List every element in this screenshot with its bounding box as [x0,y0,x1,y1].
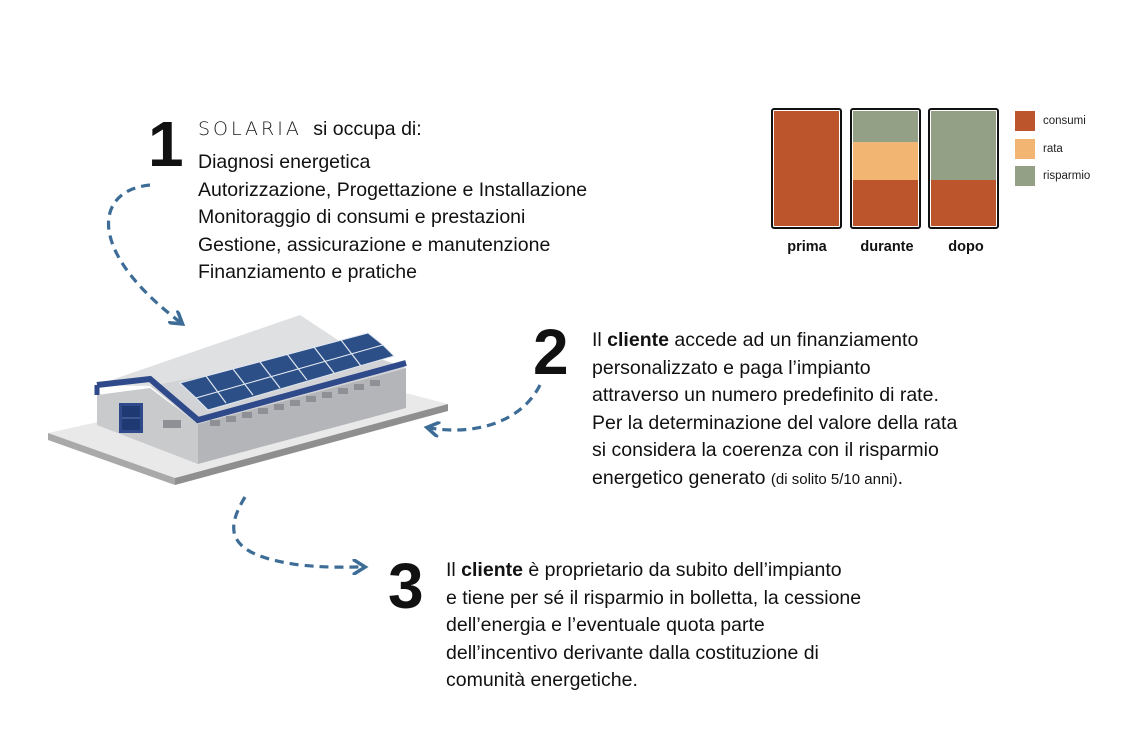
step-2-line: personalizzato e paga l’impianto [592,356,871,379]
bar-segment-consumi [853,180,918,226]
bar-label-durante: durante [860,239,914,255]
step-2-line: si considera la coerenza con il risparmi… [592,439,939,461]
step-3-line: e tiene per sé il risparmio in bolletta,… [446,586,862,609]
bar-outline [771,108,842,229]
stacked-bar-chart [771,108,999,229]
bar-segment-rata [853,142,918,180]
step-2-text: Il cliente accede ad un finanziamento pe… [592,327,957,493]
bar-segment-consumi [774,111,839,226]
bar-label-dopo: dopo [948,239,984,255]
step-1-intro: si occupa di: [313,118,422,140]
step-3-line: Il cliente è proprietario da subito dell… [446,559,842,581]
client-emphasis: cliente [607,329,669,351]
legend-swatch [1015,166,1035,186]
bar-outline [850,108,921,229]
legend-consumi: consumi [1015,111,1086,131]
step-2-number: 2 [533,316,569,388]
solaria-logo: SOLARIA [198,118,302,140]
bar-segment-consumi [931,180,996,226]
industrial-building-icon [48,315,448,485]
step-1-item: Monitoraggio di consumi e prestazioni [198,206,526,228]
legend-label: consumi [1043,115,1086,127]
arrow-step-2 [430,384,542,430]
legend-rata: rata [1015,139,1063,159]
legend-label: risparmio [1043,170,1091,182]
step-1-item: Gestione, assicurazione e manutenzione [198,233,551,256]
step-1-list: Diagnosi energetica Autorizzazione, Prog… [198,149,587,287]
bar-label-prima: prima [787,239,827,255]
legend-label: rata [1043,143,1063,155]
step-2-line: Il cliente accede ad un finanziamento [592,329,919,351]
step-3-line: dell’incentivo derivante dalla costituzi… [446,641,819,664]
arrow-step-3 [232,496,362,567]
step-3-line: comunità energetiche. [446,669,638,691]
step-1-item: Autorizzazione, Progettazione e Installa… [198,178,588,201]
step-1-item: Finanziamento e pratiche [198,261,417,283]
legend-swatch [1015,111,1035,131]
bar-outline [928,108,999,229]
step-3-line: dell’energia e l’eventuale quota parte [446,614,765,636]
bar-segment-risparmio [853,111,918,143]
client-emphasis: cliente [461,559,523,581]
step-3-number: 3 [388,550,424,622]
legend-risparmio: risparmio [1015,166,1090,186]
step-2-line: energetico generato (di solito 5/10 anni… [592,466,904,489]
bar-segment-risparmio [931,111,996,180]
step-3-text: Il cliente è proprietario da subito dell… [446,557,861,695]
step-1-heading: SOLARIA si occupa di: [198,116,422,144]
arrow-step-1 [107,183,180,322]
duration-note: (di solito 5/10 anni) [770,470,898,488]
step-1-item: Diagnosi energetica [198,151,371,173]
step-2-line: Per la determinazione del valore della r… [592,411,958,434]
step-1-number: 1 [148,108,184,180]
legend-swatch [1015,139,1035,159]
step-2-line: attraverso un numero predefinito di rate… [592,384,939,406]
